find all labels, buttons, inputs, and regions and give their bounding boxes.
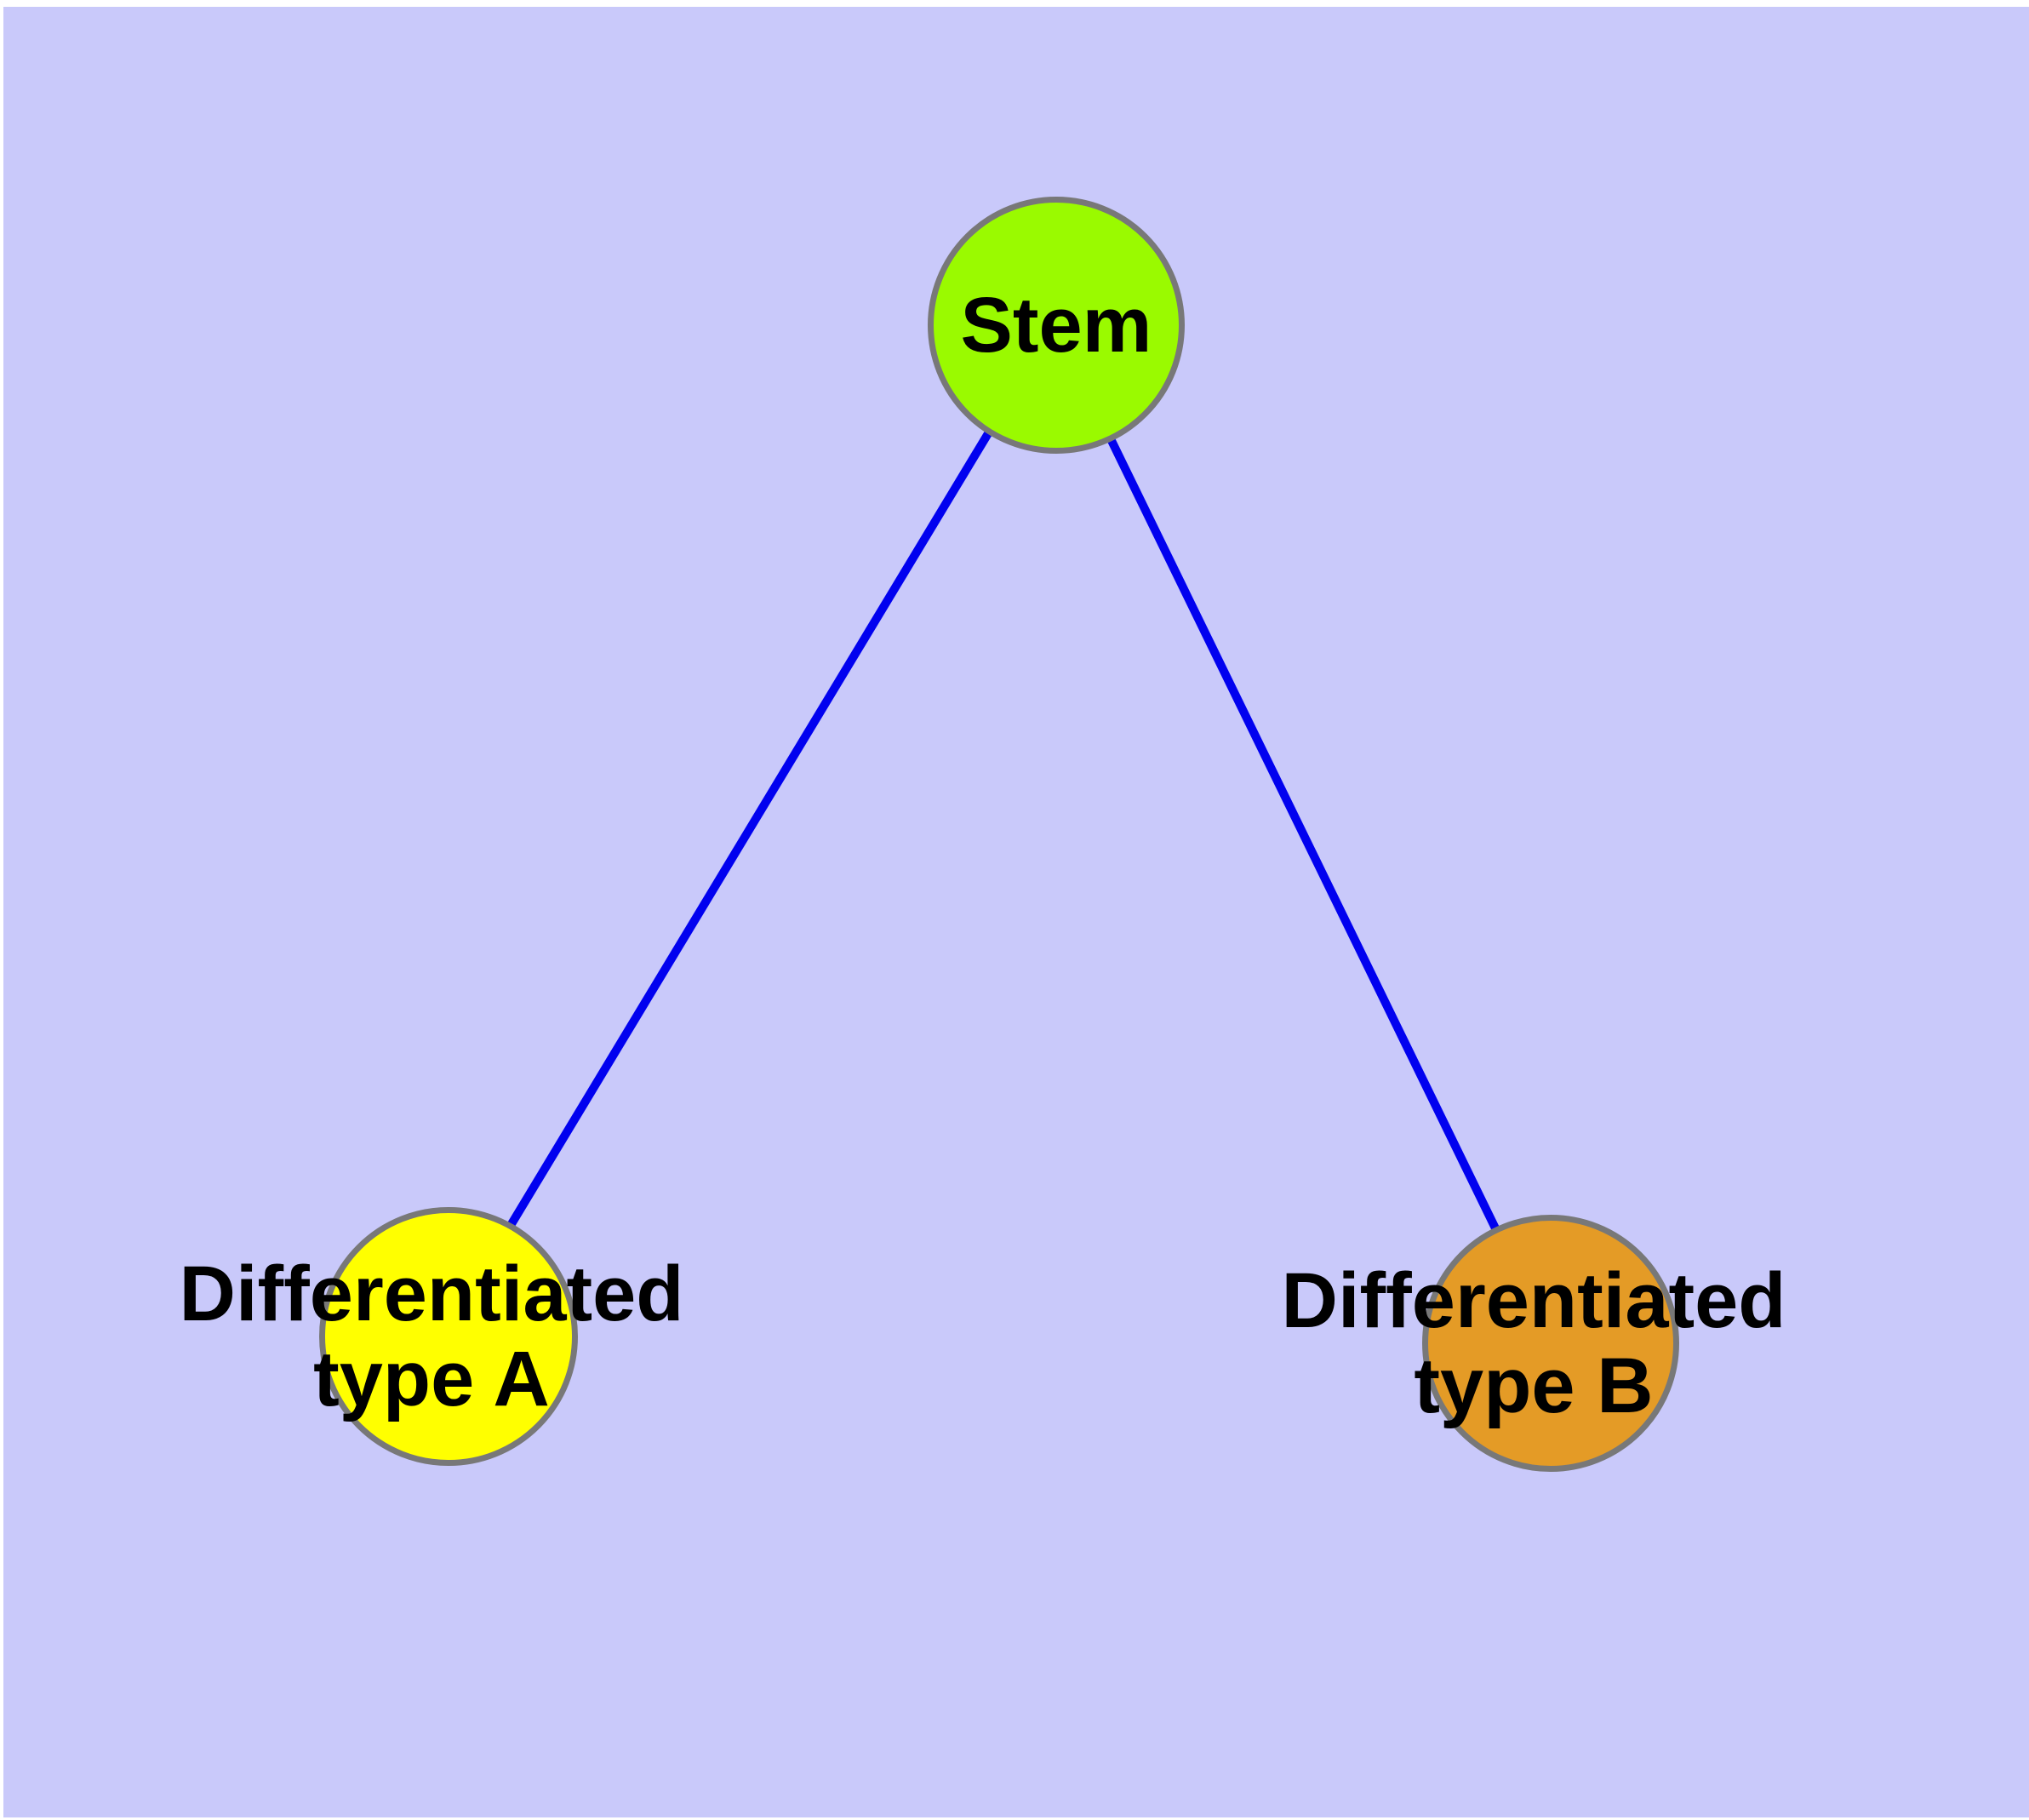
edge-stem-to-type-b — [1050, 321, 1552, 1339]
edge-layer — [443, 321, 1552, 1339]
node-type-b-label: Differentiated type B — [1282, 1258, 1786, 1428]
node-type-a — [319, 1207, 578, 1466]
node-stem — [928, 197, 1185, 454]
plot-background: Stem Differentiated type A Differentiate… — [3, 7, 2029, 1817]
node-stem-label: Stem — [961, 283, 1152, 368]
node-type-b-label-line2: type B — [1414, 1342, 1654, 1429]
node-type-b-label-line1: Differentiated — [1281, 1257, 1786, 1344]
node-stem-label-line: Stem — [960, 282, 1152, 369]
node-type-a-label: Differentiated type A — [180, 1251, 684, 1422]
node-type-b — [1422, 1215, 1679, 1472]
edge-stem-to-type-a — [443, 321, 1059, 1332]
node-type-a-label-line2: type A — [313, 1336, 550, 1422]
node-type-a-label-line1: Differentiated — [179, 1251, 684, 1337]
